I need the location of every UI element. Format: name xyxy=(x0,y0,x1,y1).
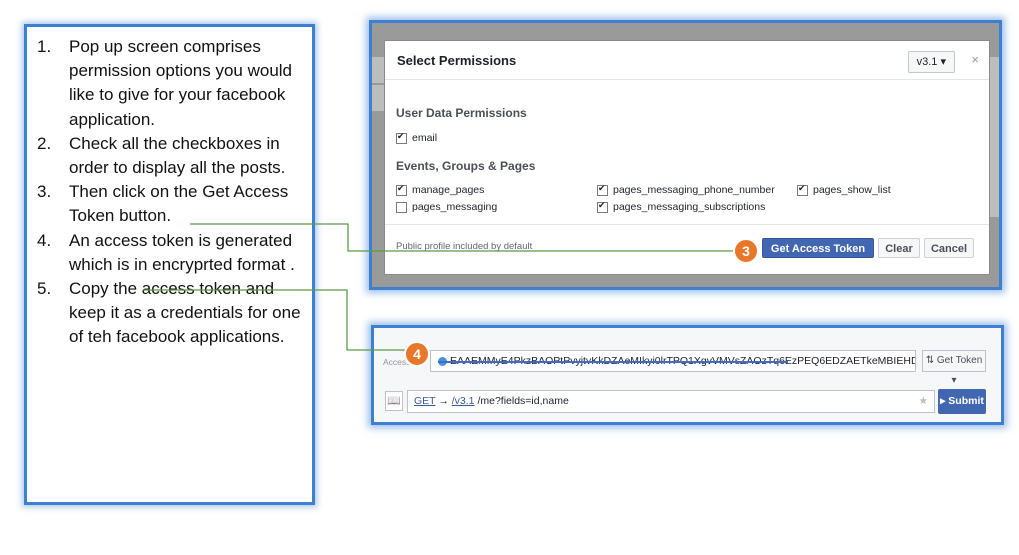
background-fragment xyxy=(988,57,999,217)
public-profile-note: Public profile included by default xyxy=(396,241,533,252)
http-method-dropdown[interactable]: GET xyxy=(414,395,436,407)
checkbox-pages-messaging[interactable]: pages_messaging xyxy=(396,201,497,213)
clear-button[interactable]: Clear xyxy=(878,238,920,258)
access-token-label: Access xyxy=(383,357,411,367)
book-icon[interactable]: 📖 xyxy=(385,391,403,411)
cancel-button[interactable]: Cancel xyxy=(924,238,974,258)
api-version-dropdown[interactable]: /v3.1 xyxy=(451,395,475,407)
access-token-field[interactable]: EAAEMMyE4PkzBAOPtPvyjtvKkDZAeMIkyi0lrTPQ… xyxy=(430,350,916,372)
star-icon[interactable]: ★ xyxy=(918,395,928,407)
instruction-item: 2.Check all the checkboxes in order to d… xyxy=(37,133,286,178)
background-fragment xyxy=(372,57,384,83)
access-token-screenshot: Access EAAEMMyE4PkzBAOPtPvyjtvKkDZAeMIky… xyxy=(371,325,1004,425)
instruction-item: 5.Copy the access token and keep it as a… xyxy=(37,279,301,347)
checkbox-pages-messaging-subscriptions[interactable]: pages_messaging_subscriptions xyxy=(597,200,765,213)
version-dropdown[interactable]: v3.1 ▾ xyxy=(907,51,955,73)
close-icon[interactable]: × xyxy=(971,52,979,67)
get-token-dropdown[interactable]: ⇅ Get Token ▾ xyxy=(922,350,986,386)
checkbox-icon[interactable] xyxy=(597,183,608,196)
checkbox-pages-messaging-phone-number[interactable]: pages_messaging_phone_number xyxy=(597,183,775,196)
instructions-panel: 1.Pop up screen comprises permission opt… xyxy=(24,24,315,505)
token-highlight xyxy=(438,361,788,363)
arrow-icon: → xyxy=(438,395,449,407)
checkbox-icon[interactable] xyxy=(797,183,808,196)
select-permissions-dialog: Select Permissions v3.1 ▾ × User Data Pe… xyxy=(384,40,990,275)
dialog-title: Select Permissions xyxy=(397,53,517,68)
submit-button[interactable]: ▸ Submit xyxy=(938,389,986,414)
graph-query-field[interactable]: GET → /v3.1 /me?fields=id,name ★ xyxy=(407,390,935,413)
query-path[interactable]: /me?fields=id,name xyxy=(477,395,569,407)
callout-badge-3: 3 xyxy=(733,238,759,264)
checkbox-icon[interactable] xyxy=(396,131,407,144)
permissions-screenshot: Select Permissions v3.1 ▾ × User Data Pe… xyxy=(369,20,1002,290)
instruction-item: 3.Then click on the Get Access Token but… xyxy=(37,182,289,226)
section-events-groups-pages: Events, Groups & Pages xyxy=(396,159,536,173)
checkbox-icon[interactable] xyxy=(396,201,407,213)
get-access-token-button[interactable]: Get Access Token xyxy=(762,238,874,258)
checkbox-manage-pages[interactable]: manage_pages xyxy=(396,183,484,196)
instructions-list: 1.Pop up screen comprises permission opt… xyxy=(27,27,312,350)
checkbox-icon[interactable] xyxy=(396,183,407,196)
section-user-data: User Data Permissions xyxy=(396,106,527,120)
checkbox-pages-show-list[interactable]: pages_show_list xyxy=(797,183,891,196)
checkbox-icon[interactable] xyxy=(597,200,608,213)
dialog-footer-divider xyxy=(385,224,989,225)
instruction-item: 1.Pop up screen comprises permission opt… xyxy=(37,37,293,129)
instruction-item: 4.An access token is generated which is … xyxy=(37,230,295,274)
dialog-header: Select Permissions v3.1 ▾ × xyxy=(385,41,989,80)
background-fragment xyxy=(372,85,384,111)
checkbox-email[interactable]: email xyxy=(396,131,437,144)
callout-badge-4: 4 xyxy=(404,341,430,367)
